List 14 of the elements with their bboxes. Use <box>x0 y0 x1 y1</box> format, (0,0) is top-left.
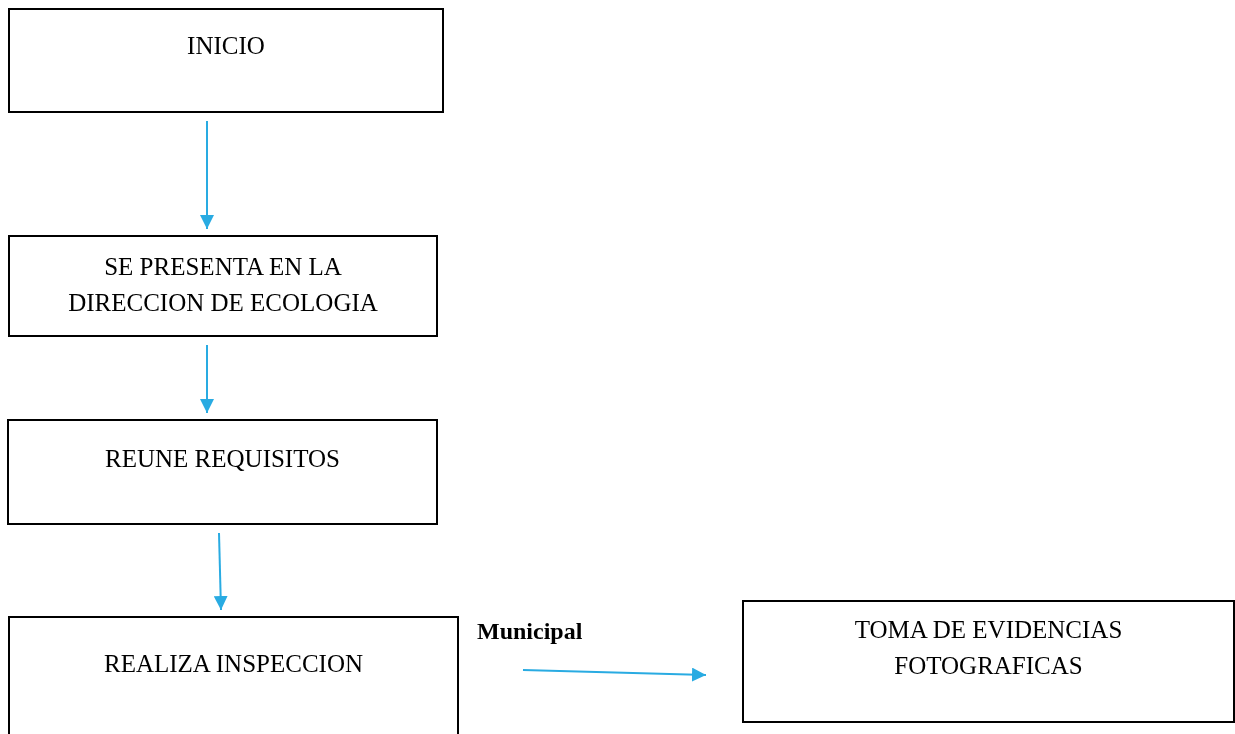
process-box <box>7 419 438 525</box>
box-label: INICIO <box>186 31 266 61</box>
process-box <box>8 235 438 337</box>
arrow <box>200 344 214 414</box>
process-box <box>742 600 1235 723</box>
box-label: SE PRESENTA EN LA DIRECCION DE ECOLOGIA <box>67 252 379 318</box>
process-box <box>8 616 459 734</box>
arrow <box>213 532 228 611</box>
process-box <box>8 8 444 113</box>
arrow <box>522 667 707 682</box>
arrow <box>200 120 214 230</box>
box-label: REALIZA INSPECCION <box>102 649 364 679</box>
box-label: TOMA DE EVIDENCIAS FOTOGRAFICAS <box>853 615 1124 681</box>
box-label: REUNE REQUISITOS <box>104 444 341 474</box>
